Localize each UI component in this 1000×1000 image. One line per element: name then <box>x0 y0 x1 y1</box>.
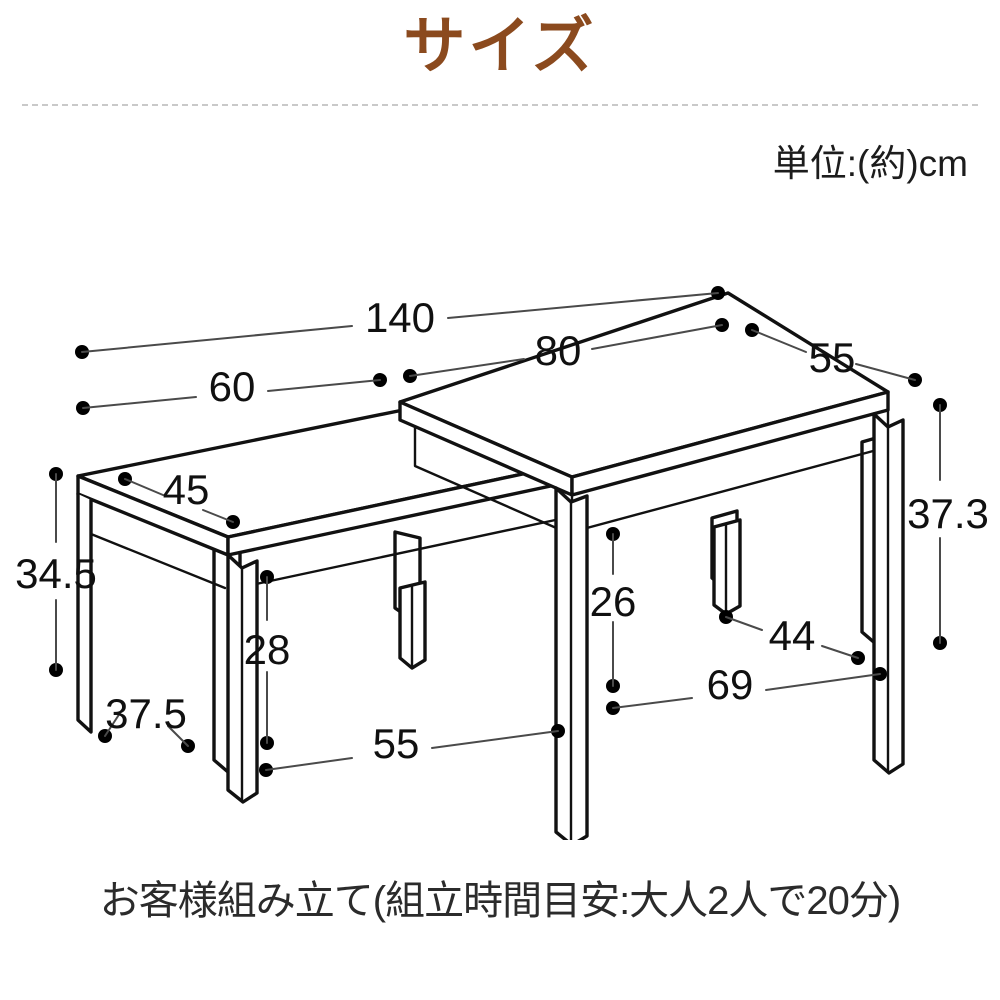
dimension-69: 69 <box>606 661 887 715</box>
dimension-label-69: 69 <box>707 661 754 708</box>
dimension-label-80: 80 <box>535 327 582 374</box>
dimension-diagram: 140 60 80 55 <box>15 286 989 840</box>
dimension-55-top: 55 <box>745 323 922 387</box>
dimension-label-55-top: 55 <box>809 334 856 381</box>
dimension-55-bottom: 55 <box>259 720 565 777</box>
dimension-label-55-bottom: 55 <box>373 720 420 767</box>
dimension-60: 60 <box>76 363 387 415</box>
left-table <box>76 407 562 804</box>
dimension-44: 44 <box>719 610 865 665</box>
title-divider <box>22 104 978 106</box>
dimension-26: 26 <box>590 527 637 693</box>
dimension-label-44: 44 <box>769 612 816 659</box>
dimension-label-26: 26 <box>590 578 637 625</box>
dimension-37-3: 37.3 <box>907 398 989 650</box>
dimension-140: 140 <box>75 286 725 359</box>
dimension-label-37-5: 37.5 <box>105 690 187 737</box>
dimension-45: 45 <box>118 466 240 529</box>
left-table-leg-far-left <box>76 492 93 734</box>
dimension-label-60: 60 <box>209 363 256 410</box>
dimension-label-37-3: 37.3 <box>907 490 989 537</box>
dimension-34-5: 34.5 <box>15 467 97 677</box>
dimension-label-28: 28 <box>244 626 291 673</box>
right-table <box>398 291 905 840</box>
unit-note: 単位:(約)cm <box>772 143 968 184</box>
dimension-37-5: 37.5 <box>98 690 195 753</box>
dimension-label-34-5: 34.5 <box>15 550 97 597</box>
assembly-note: お客様組み立て(組立時間目安:大人2人で20分) <box>99 879 902 923</box>
dimension-label-140: 140 <box>365 294 435 341</box>
page-title: サイズ <box>403 12 597 81</box>
dimension-label-45: 45 <box>163 466 210 513</box>
dimension-80: 80 <box>403 318 729 383</box>
right-table-apron-left <box>413 425 572 536</box>
dimension-28: 28 <box>244 570 291 750</box>
